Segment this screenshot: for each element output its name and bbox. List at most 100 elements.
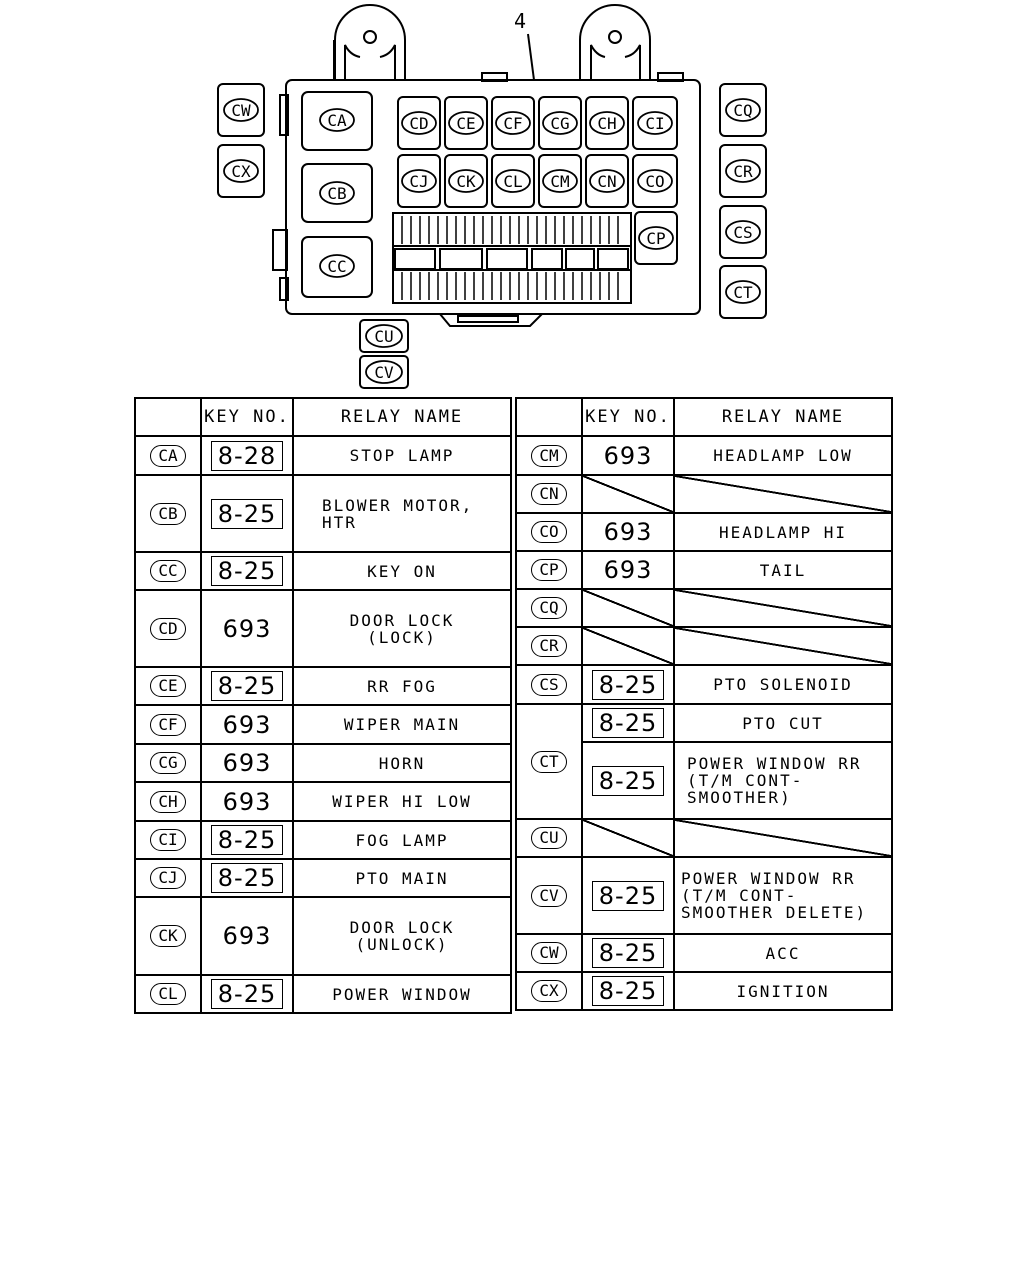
key-number: 8-28 [210, 440, 284, 471]
relay-code: CA [150, 444, 186, 467]
relay-code: CE [150, 675, 186, 697]
relay-cx-label: CX [231, 162, 251, 181]
header-relay-name: RELAY NAME [673, 397, 893, 437]
relay-code: CC [150, 560, 186, 582]
relay-name: ACC [673, 933, 893, 973]
relay-ci-label: CI [645, 114, 664, 133]
relay-name: POWER WINDOW [292, 974, 512, 1014]
relay-cf-label: CF [503, 114, 522, 133]
relay-code: CQ [531, 597, 567, 619]
relay-code: CD [150, 617, 186, 640]
key-number: 8-25 [210, 979, 284, 1009]
relay-code: CO [531, 521, 567, 543]
key-number: 693 [222, 922, 272, 950]
key-number: 693 [222, 787, 272, 816]
relay-name: POWER WINDOW RR (T/M CONT- SMOOTHER) [673, 741, 893, 820]
relay-code: CT [531, 750, 567, 773]
relay-cp-label: CP [646, 229, 665, 248]
key-number-empty [581, 474, 675, 514]
relay-name: BLOWER MOTOR, HTR [292, 474, 512, 553]
relay-name: HEADLAMP LOW [673, 435, 893, 476]
relay-code: CN [531, 483, 567, 505]
mount-bracket-right [579, 4, 651, 80]
relay-name: POWER WINDOW RR (T/M CONT- SMOOTHER DELE… [673, 856, 893, 935]
relay-cr-label: CR [733, 162, 753, 181]
key-number-empty [581, 818, 675, 858]
key-number: 8-25 [591, 976, 665, 1006]
relay-code: CX [531, 980, 567, 1002]
relay-cw-label: CW [231, 101, 251, 120]
header-key-no: KEY NO. [200, 397, 294, 437]
relay-code: CL [150, 983, 186, 1005]
relay-name-empty [673, 626, 893, 666]
relay-code: CH [150, 790, 186, 813]
key-number: 8-25 [210, 498, 284, 529]
relay-name-empty [673, 474, 893, 514]
header-code [134, 397, 202, 437]
relay-code: CI [150, 829, 186, 851]
header-key-no: KEY NO. [581, 397, 675, 437]
relay-cs-label: CS [733, 223, 752, 242]
relay-name: KEY ON [292, 551, 512, 591]
relay-cj-label: CJ [409, 172, 428, 191]
relay-cq-label: CQ [733, 101, 752, 120]
key-number: 693 [603, 441, 653, 470]
relay-name: DOOR LOCK (UNLOCK) [292, 896, 512, 976]
key-number-empty [581, 588, 675, 628]
relay-code: CU [531, 827, 567, 849]
key-number: 8-25 [591, 765, 665, 796]
relay-code: CW [531, 942, 567, 964]
relay-code: CF [150, 713, 186, 736]
relay-ch-label: CH [597, 114, 616, 133]
key-number-empty [581, 626, 675, 666]
relay-code: CB [150, 502, 186, 525]
relay-cb-label: CB [327, 184, 346, 203]
key-number: 8-25 [591, 669, 665, 700]
relay-code: CP [531, 559, 567, 581]
key-number: 693 [222, 710, 272, 739]
relay-name: WIPER MAIN [292, 704, 512, 745]
relay-cl-label: CL [503, 172, 522, 191]
relay-cn-label: CN [597, 172, 616, 191]
relay-cu-label: CU [374, 327, 393, 346]
relay-ce-label: CE [456, 114, 475, 133]
mount-bracket-left [334, 4, 406, 80]
relay-name: DOOR LOCK (LOCK) [292, 589, 512, 668]
relay-name: RR FOG [292, 666, 512, 706]
key-number: 693 [603, 518, 653, 546]
relay-code: CV [531, 884, 567, 907]
relay-cg-label: CG [550, 114, 569, 133]
key-number: 693 [222, 614, 272, 643]
key-number: 693 [222, 749, 272, 777]
relay-name-empty [673, 818, 893, 858]
relay-cv-label: CV [374, 363, 394, 382]
key-number: 8-25 [210, 863, 284, 893]
relay-name: FOG LAMP [292, 820, 512, 860]
relay-code: CJ [150, 867, 186, 889]
fuse-box-diagram: 4 CA CB CC CD CE CF CG CH CI CJ CK CL CM… [217, 4, 767, 389]
relay-name: IGNITION [673, 971, 893, 1011]
relay-table-right: KEY NO. RELAY NAME CM 693 HEADLAMP LOW C… [515, 397, 893, 1011]
callout-number: 4 [514, 9, 526, 33]
relay-name: PTO CUT [673, 703, 893, 743]
relay-code: CK [150, 925, 186, 947]
key-number: 8-25 [210, 671, 284, 701]
key-number: 8-25 [591, 938, 665, 968]
relay-name-empty [673, 588, 893, 628]
relay-cd-label: CD [409, 114, 428, 133]
relay-cm-label: CM [550, 172, 569, 191]
relay-name: PTO SOLENOID [673, 664, 893, 705]
relay-code: CM [531, 444, 567, 467]
relay-ca-label: CA [327, 111, 347, 130]
relay-table-left: KEY NO. RELAY NAME CA 8-28 STOP LAMP CB … [134, 397, 512, 1014]
relay-name: PTO MAIN [292, 858, 512, 898]
relay-code: CS [531, 673, 567, 696]
relay-co-label: CO [645, 172, 664, 191]
relay-name: HEADLAMP HI [673, 512, 893, 552]
key-number: 8-25 [210, 556, 284, 586]
relay-name: STOP LAMP [292, 435, 512, 476]
relay-ct-label: CT [733, 283, 753, 302]
relay-name: TAIL [673, 550, 893, 590]
relay-code: CG [150, 752, 186, 774]
relay-ck-label: CK [456, 172, 476, 191]
